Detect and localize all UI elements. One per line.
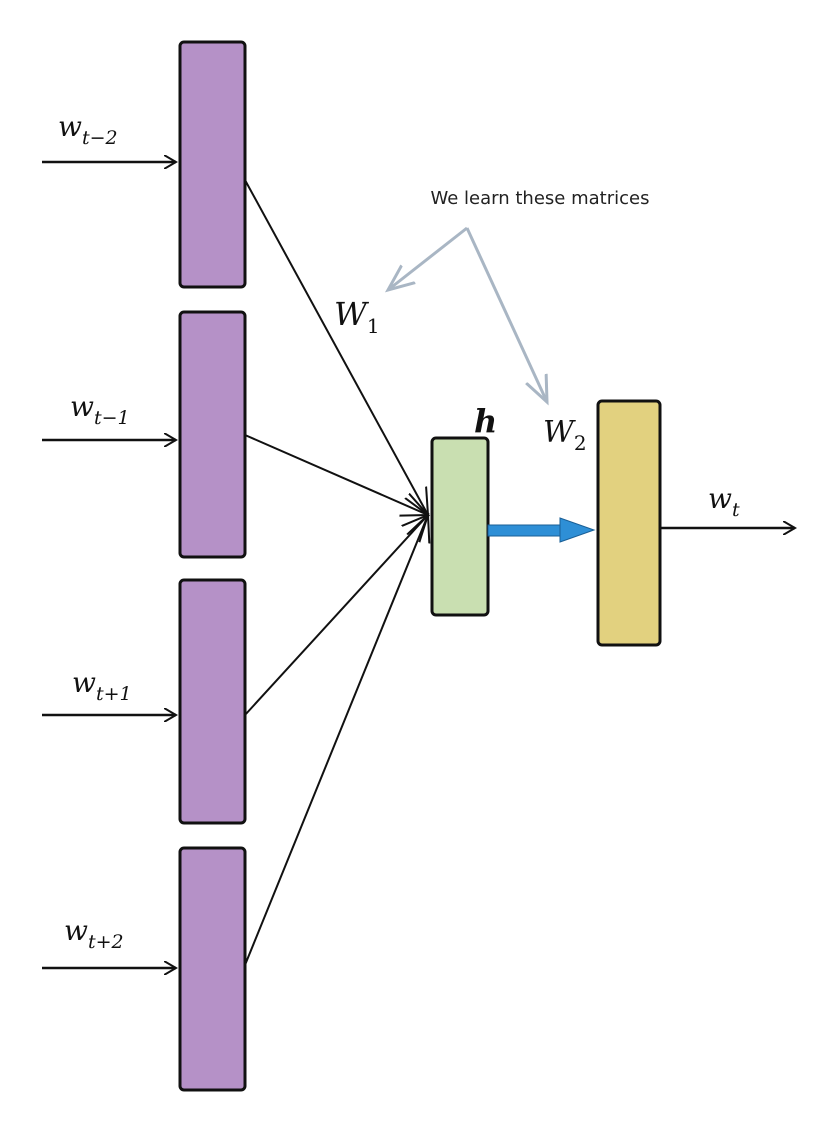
output-layer-box <box>596 399 662 647</box>
annotation-arrow-w1 <box>388 226 468 290</box>
hidden-label: h <box>474 402 497 440</box>
annotation-text: We learn these matrices <box>431 188 650 209</box>
input-layers <box>178 40 247 1092</box>
connection-1 <box>244 179 428 515</box>
input-label-1: wt−2 <box>58 110 118 149</box>
w1-label: W1 <box>334 295 380 338</box>
w1-connections <box>244 179 428 966</box>
annotation-arrows <box>388 226 547 402</box>
output-label: wt <box>708 482 740 521</box>
input-box-1 <box>178 40 247 289</box>
connection-3 <box>244 515 428 716</box>
w2-label: W2 <box>543 415 587 455</box>
input-arrows <box>42 162 176 968</box>
input-label-3: wt+1 <box>72 666 132 705</box>
projection-arrow <box>487 517 596 543</box>
input-label-4: wt+2 <box>64 914 124 953</box>
connection-4 <box>244 515 428 966</box>
input-box-4 <box>178 846 247 1092</box>
input-label-2: wt−1 <box>70 390 130 429</box>
input-box-3 <box>178 578 247 825</box>
hidden-layer-box <box>430 436 490 617</box>
input-box-2 <box>178 310 247 559</box>
annotation-arrow-w2 <box>465 227 547 402</box>
connection-2 <box>244 434 428 515</box>
